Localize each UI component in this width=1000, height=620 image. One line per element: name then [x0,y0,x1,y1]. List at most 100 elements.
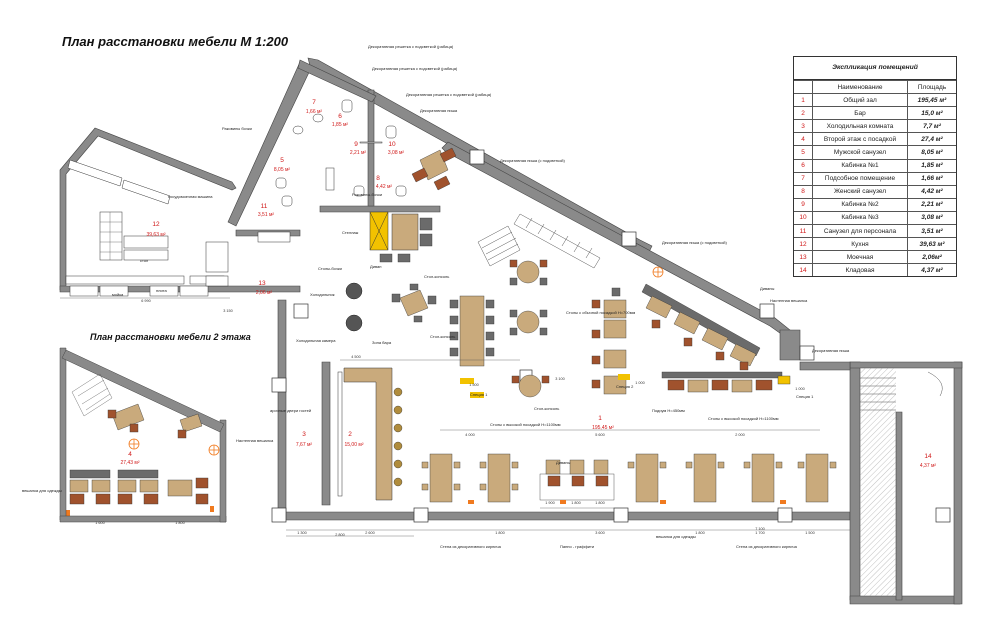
callout-zona-bara: Зона бара [372,340,392,345]
explication-cell-area: 8,05 м² [907,145,956,160]
high-tables [421,453,837,503]
explication-title: Экспликация помещений [794,57,956,80]
main-stairs [477,213,601,269]
bar-counter [337,367,393,501]
callout-spetsiya-1: Специя 1 [470,392,488,397]
dim-2: 1 300 [297,531,307,535]
callout-dveri: арочные двери гостей [270,408,311,413]
plan-title: План расстановки мебели М 1:200 [62,34,289,49]
room-3-area: 7,67 м² [296,442,313,448]
explication-cell-n: 14 [794,263,813,277]
explication-cell-name: Кабинка №1 [812,158,908,173]
callout-stoly-vysokoy-1: Столы с высокой посадкой H=1100мм [490,422,561,427]
dim-14: 1 800 [595,501,605,505]
callout-divany-right: Диваны [760,286,774,291]
explication-cell-n: 7 [794,171,813,186]
bar-stools [393,387,403,487]
explication-cell-area: 2,21 м² [907,197,956,212]
dim-18: 2 800 [335,533,345,537]
explication-cell-n: 5 [794,145,813,160]
dim-5: 3 600 [595,531,605,535]
callout-divan: Диван [370,264,381,269]
dim-17: 1 500 [469,383,479,387]
dim-10: 4 000 [465,433,475,437]
room-12-area: 39,63 м² [146,232,165,238]
callout-plita: плита [156,288,168,293]
explication-cell-name: Подсобное помещение [812,171,908,186]
room-labels: 1 195,45 м² 2 15,00 м² 3 7,67 м² 4 27,43… [120,99,936,469]
callout-nisha-1: Декоративная ниша [420,108,458,113]
dim-3: 2 600 [365,531,375,535]
explication-cell-area: 39,63 м² [907,237,956,251]
explication-cell-name: Холодильная комната [812,119,908,133]
callout-kholodilnaya-kamera: Холодильная камера [296,338,336,343]
sofa-row-diagonal [641,283,761,371]
callout-stoly-bochki: Столы-бочки [318,266,342,271]
upper-seating [411,147,457,191]
callout-dekor-3: Декоративная решетка с подсветкой (рабиц… [406,92,492,97]
barrel-tables [345,282,363,332]
callout-spetsiya-2: Специя 2 [616,384,634,389]
explication-cell-name: Кухня [812,237,908,251]
room-13-number: 13 [258,280,266,287]
explication-cell-area: 4,42 м² [907,184,956,199]
callout-divany-bottom: Диваны [556,460,570,465]
explication-cell-name: Бар [812,106,908,120]
callout-nisha-2: Декоративная ниша (с подсветкой) [500,158,566,163]
callout-kukhnya-stol: стол [140,258,149,263]
explication-cell-area: 1,66 м² [907,171,956,186]
room-11-area: 3,51 м² [258,212,275,218]
console-tables [391,283,495,367]
second-floor-title: План расстановки мебели 2 этажа [90,332,251,342]
dim-20: 1 600 [95,521,105,525]
explication-cell-name: Санузел для персонала [812,224,908,238]
orange-markers [66,374,786,516]
callout-stol-konsol-2: Стол-консоль [430,334,455,339]
room-4-number: 4 [128,451,132,458]
explication-cell-n: 8 [794,184,813,199]
explication-cell-area: 2,06м² [907,250,956,264]
room-6-number: 6 [338,113,342,120]
dim-12: 1 900 [545,501,555,505]
callout-veshalka-2: Настенная вешалка [236,438,274,443]
explication-cell-n: 10 [794,210,813,225]
callout-veshalka-odezhdy-1: вешалка для одежды [22,488,62,493]
explication-cell-name: Мужской санузел [812,145,908,160]
explication-cell-area: 7,7 м² [907,119,956,133]
callout-nisha-4: Декоративная ниша [812,348,850,353]
room-2-area: 15,00 м² [344,442,363,448]
callout-veshalka-1: Настенная вешалка [770,298,808,303]
explication-cell-name: Кладовая [812,263,908,277]
explication-cell-name: Общий зал [812,93,908,107]
room-explication-table: Экспликация помещений Наименование Площа… [793,56,957,278]
kitchen-grid-lines [100,212,122,260]
callout-kholodilnik: Холодильник [310,292,335,297]
callout-stol-konsol-3: Стол-консоль [534,406,559,411]
explication-cell-n: 9 [794,197,813,212]
explication-cell-n: 4 [794,132,813,146]
callout-labels: Раковины бочки Декоративная решетка с по… [22,44,850,549]
callout-posudomoechnaya: посудомоечная машина [168,194,213,199]
storage-stairs [860,371,943,411]
explication-cell-name: Кабинка №2 [812,197,908,212]
callout-moechnaya: мойка [112,292,124,297]
room-9-number: 9 [354,141,358,148]
explication-cell-area: 3,51 м² [907,224,956,238]
hatched-wall-area [860,368,896,596]
room-5-number: 5 [280,157,284,164]
explication-cell-n: 2 [794,106,813,120]
yellow-shelving [369,211,433,263]
callout-dekor-1: Декоративная решетка с подсветкой (рабиц… [368,44,454,49]
room-1-number: 1 [598,415,602,422]
explication-cell-name: Моечная [812,250,908,264]
room-7-area: 1,66 м² [306,109,323,115]
explication-cell-area: 195,45 м² [907,93,956,107]
room-5-area: 8,05 м² [274,167,291,173]
